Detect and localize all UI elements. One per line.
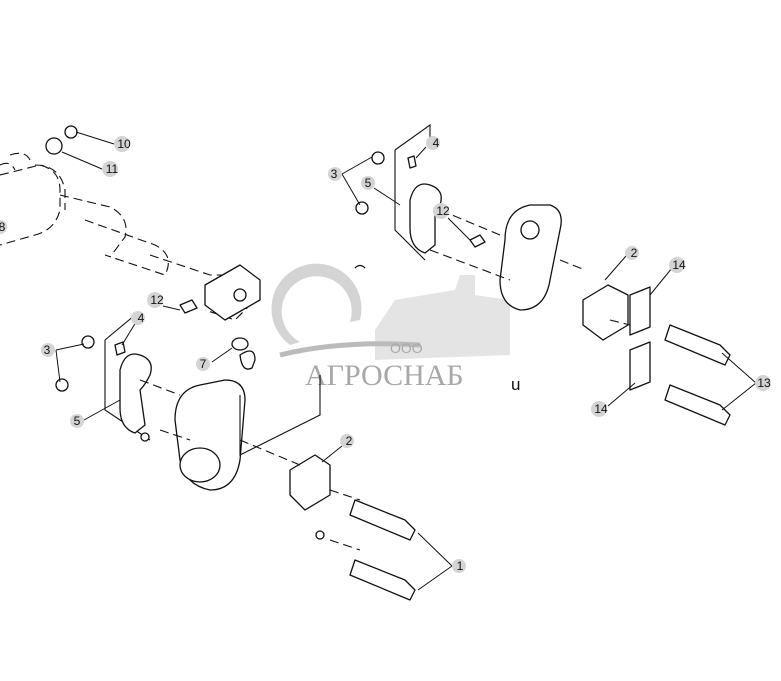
svg-text:14: 14	[594, 402, 608, 416]
callout-8: 8	[0, 220, 7, 234]
callout-11: 11	[102, 161, 119, 177]
washer-11	[45, 137, 63, 155]
svg-text:3: 3	[44, 343, 51, 357]
watermark-name: АГРОСНАБ	[305, 359, 464, 392]
nut-3	[55, 378, 69, 392]
bolt-1	[349, 499, 416, 541]
callout-4: 4	[426, 136, 440, 150]
plate-14	[629, 286, 651, 336]
svg-text:14: 14	[672, 258, 686, 272]
leader-lines	[55, 131, 757, 591]
svg-text:12: 12	[436, 204, 450, 218]
callout-5: 5	[361, 176, 375, 190]
svg-text:5: 5	[365, 176, 372, 190]
svg-text:5: 5	[74, 414, 81, 428]
callout-1: 1	[452, 559, 466, 573]
svg-text:3: 3	[331, 167, 338, 181]
watermark-logo: ООО АГРОСНАБ	[271, 263, 510, 392]
nut-3	[81, 335, 95, 349]
nut-3	[355, 201, 369, 215]
callout-5: 5	[70, 414, 84, 428]
svg-text:12: 12	[150, 293, 164, 307]
svg-text:4: 4	[433, 136, 440, 150]
svg-text:8: 8	[0, 220, 6, 234]
callout-14: 14	[591, 401, 608, 417]
ring-10	[64, 125, 78, 139]
callout-3: 3	[328, 167, 342, 181]
svg-text:10: 10	[117, 137, 131, 151]
callout-3: 3	[41, 343, 55, 357]
plate-14	[629, 341, 651, 391]
svg-text:2: 2	[346, 434, 353, 448]
left-bracket-assembly	[55, 299, 416, 601]
callout-2: 2	[625, 246, 639, 260]
callout-14: 14	[669, 257, 686, 273]
callout-13: 13	[755, 375, 771, 391]
svg-text:7: 7	[200, 357, 207, 371]
bolt-1	[349, 559, 416, 601]
callout-4: 4	[131, 311, 145, 325]
svg-text:13: 13	[757, 376, 771, 390]
svg-text:11: 11	[106, 162, 119, 176]
svg-text:1: 1	[457, 559, 464, 573]
right-bracket-assembly	[354, 123, 731, 426]
watermark-prefix: ООО	[390, 340, 423, 356]
callout-7: 7	[196, 357, 210, 371]
bushing-7	[231, 337, 249, 351]
callout-12: 12	[147, 292, 164, 308]
stray-character: u	[511, 375, 520, 394]
svg-text:2: 2	[631, 246, 638, 260]
callout-2: 2	[340, 434, 354, 448]
callout-12: 12	[433, 203, 450, 219]
bolt-13	[664, 324, 731, 366]
svg-text:4: 4	[138, 311, 145, 325]
hydraulic-cylinder	[0, 125, 261, 321]
nut-3	[371, 151, 385, 165]
bolt-13	[664, 384, 731, 426]
callout-10: 10	[114, 136, 131, 152]
